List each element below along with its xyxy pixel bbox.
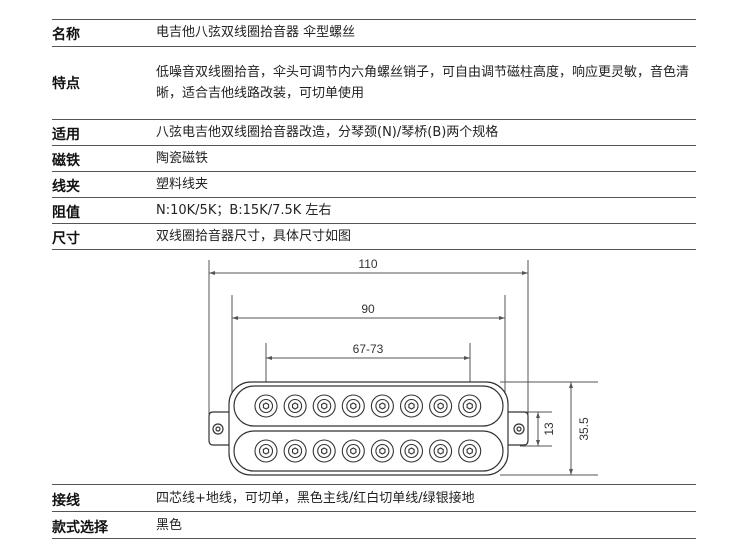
spec-row-name: 名称 电吉他八弦双线圈拾音器 伞型螺丝 [52,20,696,47]
spec-value: 双线圈拾音器尺寸，具体尺寸如图 [156,229,352,244]
spec-row-size: 尺寸 双线圈拾音器尺寸，具体尺寸如图 [52,224,696,250]
spec-label: 阻值 [52,205,80,221]
spec-value: 黑色 [156,518,183,533]
dim-355-label: 35.5 [577,417,591,441]
spec-value: 陶瓷磁铁 [156,151,209,166]
dim-90-label: 90 [361,302,375,316]
spec-row-usage: 适用 八弦电吉他双线圈拾音器改造，分琴颈(N)/琴桥(B)两个规格 [52,120,696,146]
spec-label: 特点 [52,76,80,92]
spec-row-features: 特点 低噪音双线圈拾音，伞头可调节内六角螺丝销子，可自由调节磁柱高度，响应更灵敏… [52,47,696,120]
spec-row-clip: 线夹 塑料线夹 [52,172,696,198]
spec-label: 款式选择 [52,520,108,536]
spec-label: 接线 [52,493,80,509]
pickup-dimension-diagram: 110 90 67-73 35.5 13 [208,257,598,476]
hex-socket [379,447,386,455]
hex-socket [408,402,415,410]
hex-socket [291,447,299,455]
hex-socket [291,402,299,410]
dim-string-label: 67-73 [353,342,384,356]
hex-socket [321,447,328,455]
dim-110-label: 110 [358,257,377,271]
hex-socket [466,447,473,455]
dim-13-label: 13 [542,422,556,436]
spec-row-wiring [52,484,696,485]
spec-value: 八弦电吉他双线圈拾音器改造，分琴颈(N)/琴桥(B)两个规格 [156,125,499,140]
spec-value: 电吉他八弦双线圈拾音器 伞型螺丝 [156,25,356,40]
spec-label: 名称 [52,27,80,43]
hex-socket [437,447,444,455]
spec-row-wiring-content: 接线 四芯线+地线，可切单，黑色主线/红白切单线/绿银接地 [52,485,696,512]
spec-label: 适用 [52,127,80,143]
spec-label: 尺寸 [52,231,80,247]
spec-value: 四芯线+地线，可切单，黑色主线/红白切单线/绿银接地 [156,491,475,506]
spec-label: 磁铁 [52,153,80,169]
hex-socket [379,402,386,410]
spec-value: 塑料线夹 [156,177,209,192]
spec-row-resistance: 阻值 N:10K/5K；B:15K/7.5K 左右 [52,198,696,224]
hex-socket [466,402,473,410]
hex-socket [262,447,270,455]
hex-socket [321,402,328,410]
spec-value: N:10K/5K；B:15K/7.5K 左右 [156,203,332,218]
hex-socket [437,402,444,410]
hex-socket [350,447,357,455]
table-top-border [52,19,696,20]
spec-row-magnet: 磁铁 陶瓷磁铁 [52,146,696,172]
hex-socket [262,402,270,410]
spec-label: 线夹 [52,179,80,195]
hex-socket [408,447,415,455]
hex-socket [350,402,357,410]
spec-value: 低噪音双线圈拾音，伞头可调节内六角螺丝销子，可自由调节磁柱高度，响应更灵敏，音色… [156,65,690,101]
spec-row-color: 款式选择 黑色 [52,512,696,539]
